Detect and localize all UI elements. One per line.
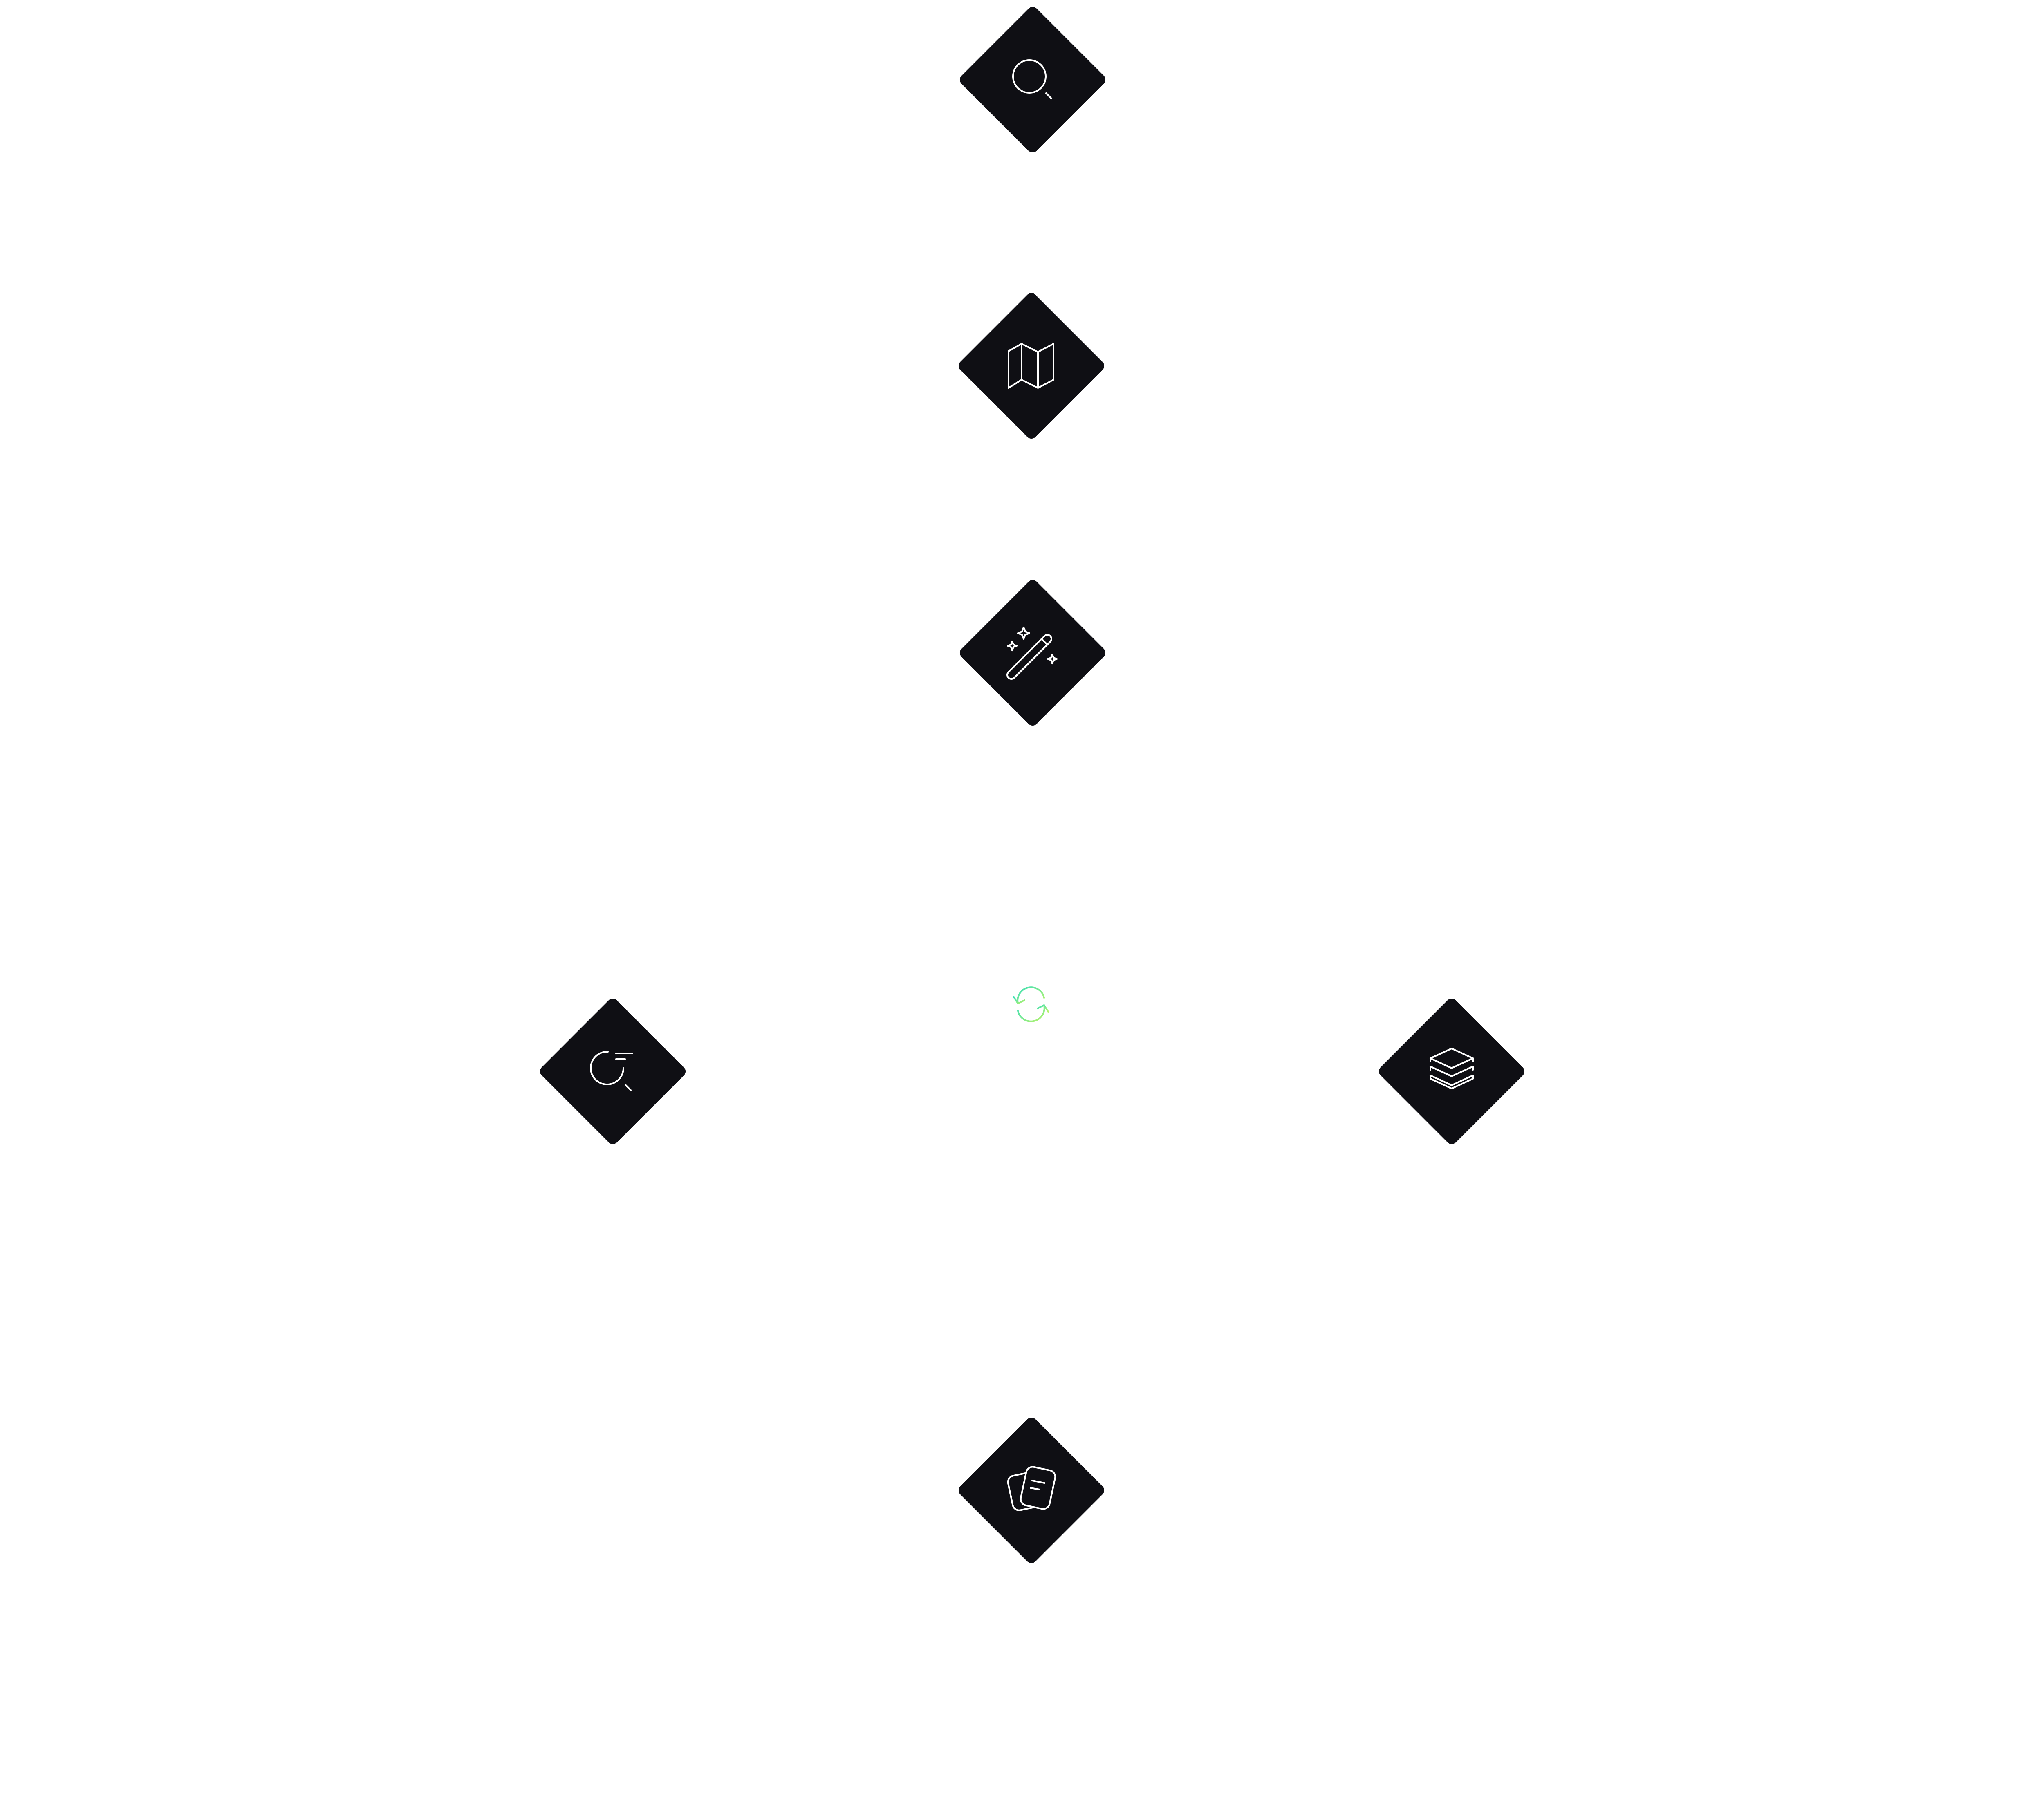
search-icon — [1004, 51, 1061, 108]
search-filter-icon — [584, 1043, 641, 1100]
magic-wand-node[interactable] — [957, 578, 1108, 728]
refresh-button[interactable] — [1010, 983, 1052, 1026]
cards-node[interactable] — [956, 1415, 1107, 1566]
layers-node[interactable] — [1376, 996, 1527, 1147]
layers-icon — [1423, 1043, 1480, 1100]
cards-icon — [1003, 1462, 1060, 1519]
refresh-icon — [1013, 986, 1049, 1022]
map-icon — [1003, 337, 1060, 394]
magic-wand-icon — [1004, 624, 1061, 681]
research-node[interactable] — [538, 996, 688, 1147]
search-node[interactable] — [957, 4, 1108, 155]
map-node[interactable] — [956, 291, 1107, 441]
